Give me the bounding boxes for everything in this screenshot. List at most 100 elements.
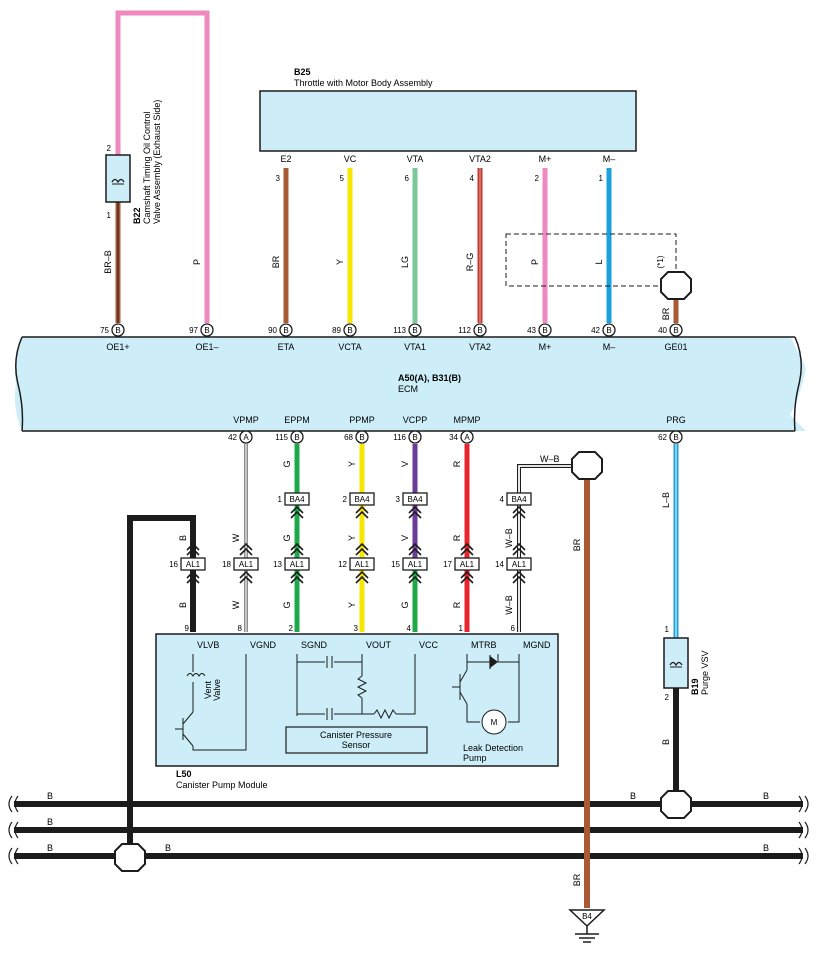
ba4-connector-box: [349, 492, 375, 506]
ecm-bottom-pin-label: PPMP: [349, 415, 375, 425]
ba4-connector-label: BA4: [511, 495, 527, 504]
throttle-body-box: [259, 90, 637, 152]
ecm-bottom-pin-conn: B: [294, 433, 299, 442]
throttle-pin-label-mminus: M–: [603, 154, 616, 164]
ecm-bottom-pins: VPMPA42EPPMB115PPMPB68VCPPB116MPMPA34PRG…: [228, 415, 686, 444]
wire-label-ground-upper: BR: [572, 538, 582, 551]
throttle-pin-num-mminus: 1: [599, 174, 604, 183]
al1-connector-label: AL1: [239, 560, 254, 569]
pump-pin-num: 6: [511, 624, 516, 633]
ba4-chevron-icon: [408, 505, 422, 519]
ocv-name-line1: Camshaft Timing Oil Control: [142, 111, 152, 224]
ba4-connector-pin: 2: [343, 495, 348, 504]
throttle-pin-label-e2: E2: [280, 154, 291, 164]
pump-pin-label: SGND: [301, 640, 328, 650]
ground-code: B4: [582, 912, 592, 921]
throttle-pin-num-mplus: 2: [535, 174, 540, 183]
ba4-connector-pin: 3: [396, 495, 401, 504]
ecm-bottom-pin-connector: [460, 430, 474, 444]
shield-dashed-box: [505, 233, 677, 287]
wire-label-oe1-minus: P: [192, 259, 202, 265]
pump-pin-num: 3: [354, 624, 359, 633]
ba4-connector-pin: 1: [278, 495, 283, 504]
wire-vlvb: [127, 515, 196, 858]
al1-wire-above-label: B: [178, 535, 188, 541]
throttle-pin-num-e2: 3: [276, 174, 281, 183]
al1-wire-below-label: W: [231, 600, 241, 609]
ecm-top-pin-connector: [602, 323, 616, 337]
ecm-bottom-pin-num: 42: [228, 433, 237, 442]
ecm-bottom-pin-connector: [239, 430, 253, 444]
ba4-connector-pin: 4: [500, 495, 505, 504]
pump-diode-icon: [490, 656, 498, 668]
purge-name: Purge VSV: [700, 650, 710, 695]
ocv-code: B22: [132, 207, 142, 224]
throttle-code: B25: [294, 67, 311, 77]
ground-connector: [568, 909, 606, 928]
wire-label-junction: W–B: [540, 454, 560, 464]
throttle-pin-num-vta: 6: [405, 174, 410, 183]
al1-connector-box: [454, 557, 480, 571]
ecm-bottom-pin-label: PRG: [666, 415, 686, 425]
al1-chevron-lower-icon: [512, 570, 526, 584]
al1-connector-pin: 16: [169, 560, 178, 569]
ecm-top-pin-label: ETA: [278, 342, 295, 352]
al1-chevron-lower-icon: [239, 570, 253, 584]
al1-chevron-lower-icon: [186, 570, 200, 584]
pump-pin-label: VOUT: [366, 640, 392, 650]
ecm-top-pin-num: 113: [393, 326, 406, 335]
ecm-left-break: [15, 336, 24, 432]
ocv-name-line2: Valve Assembly (Exhaust Side): [152, 100, 162, 224]
ba4-connector-box: [402, 492, 428, 506]
wire-label-eta: BR: [271, 255, 281, 268]
wire-label-vta1: LG: [400, 256, 410, 268]
ecm-top-pin-conn: B: [542, 326, 547, 335]
pump-pin-num: 1: [459, 624, 464, 633]
ecm-code: A50(A), B31(B): [398, 373, 461, 383]
wire-label-oe1-plus: BR–B: [103, 250, 113, 274]
purge-code: B19: [690, 678, 700, 695]
wire-label-ground-lower: BR: [572, 873, 582, 886]
pump-name: Canister Pump Module: [176, 780, 268, 790]
ocv-pin-bottom: 1: [107, 211, 112, 220]
ecm-top-pins: B75OE1+B97OE1–B90ETAB89VCTAB113VTA1B112V…: [100, 323, 688, 352]
al1-chevron-upper-icon: [239, 542, 253, 556]
pump-pin-num: 4: [407, 624, 412, 633]
ecm-body-fill: [14, 337, 807, 431]
ba4-wire-below-label: Y: [347, 535, 357, 541]
wire-label-vta2: R–G: [465, 253, 475, 272]
ba4-connector-label: BA4: [407, 495, 423, 504]
ecm-top-pin-conn: B: [347, 326, 352, 335]
ecm-bottom-pin-conn: A: [243, 433, 249, 442]
ecm-bottom-pin-connector: [669, 430, 683, 444]
wire-label-vcta: Y: [335, 259, 345, 265]
al1-chevron-upper-icon: [512, 542, 526, 556]
purge-vsv-box: [663, 637, 689, 689]
ba4-wire-below-label: V: [400, 535, 410, 541]
ecm-top-pin-label: GE01: [664, 342, 687, 352]
vent-label-1: Vent: [203, 680, 213, 699]
al1-wire-below-label: G: [282, 601, 292, 608]
purge-coil-icon: [669, 661, 683, 667]
bus-junction-right: [660, 790, 692, 819]
al1-chevron-upper-icon: [355, 542, 369, 556]
al1-chevron-lower-icon: [408, 570, 422, 584]
throttle-pin-label-vc: VC: [344, 154, 357, 164]
ecm-top-pin-num: 90: [268, 326, 277, 335]
ecm-right-break: [793, 336, 802, 432]
ecm-bottom-pin-conn: B: [412, 433, 417, 442]
ba4-wire-below-label: W–B: [504, 528, 514, 548]
bus-label-5: B: [47, 843, 53, 853]
ecm-bottom-pin-conn: B: [673, 433, 678, 442]
throttle-name: Throttle with Motor Body Assembly: [294, 78, 433, 88]
al1-connector-label: AL1: [290, 560, 305, 569]
sensor-label-1: Canister Pressure: [320, 730, 392, 740]
ecm-top-pin-label: M–: [603, 342, 616, 352]
ecm-bottom-pin-num: 115: [275, 433, 288, 442]
ba4-connector-box: [284, 492, 310, 506]
ecm-bottom-pin-connector: [290, 430, 304, 444]
al1-connectors: AL116BBAL118WWAL113GAL112YAL115GAL117RRA…: [169, 533, 532, 615]
pump-pin-label: MTRB: [471, 640, 497, 650]
